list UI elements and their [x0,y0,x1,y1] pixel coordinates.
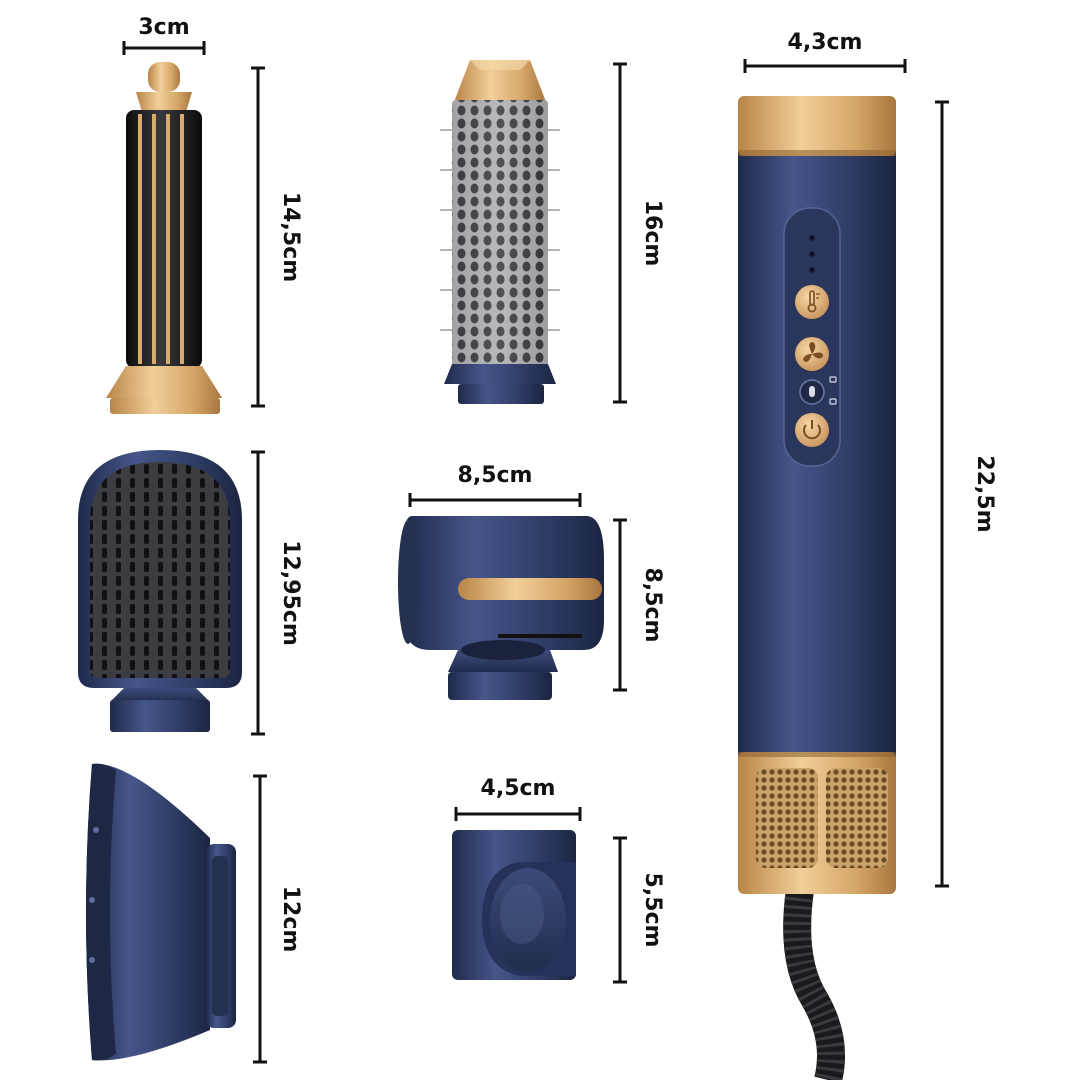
dim-round-brush-height [613,62,627,404]
dim-curler-height [251,66,265,408]
dryer-height-label: 8,5cm [640,567,665,643]
curler-width-label: 3cm [138,15,190,40]
nozzle-height-label: 5,5cm [640,872,665,948]
dim-main-width [743,59,907,73]
indicator-dot [809,235,815,241]
dryer-width-label: 8,5cm [457,463,533,488]
dim-dryer-width [408,493,582,507]
diffuser-attachment [86,763,236,1061]
main-width-label: 4,3cm [787,30,863,55]
dim-paddle-brush-height [251,450,265,736]
indicator-dot [809,267,815,273]
curler-height-label: 14,5cm [278,191,303,283]
indicator-dot [809,251,815,257]
power-icon [795,413,829,447]
round-brush-attachment [440,60,560,404]
dim-nozzle-height [613,836,627,984]
main-height-label: 22,5m [972,455,997,533]
round-brush-height-label: 16cm [640,199,665,267]
lock-icon [799,376,837,405]
curling-barrel-attachment [106,62,222,414]
dim-nozzle-width [454,807,582,821]
thermometer-icon [795,285,829,319]
dim-main-height [935,100,949,888]
dim-diffuser-height [253,774,267,1064]
paddle-brush-attachment [78,450,242,732]
concentrator-nozzle-attachment [452,830,576,980]
pre-styling-dryer-attachment [398,516,604,700]
diffuser-height-label: 12cm [278,885,303,953]
paddle-brush-height-label: 12,95cm [278,540,303,646]
fan-icon [795,337,829,371]
nozzle-width-label: 4,5cm [480,776,556,801]
main-handle-unit [738,96,896,1080]
dim-dryer-height [613,518,627,692]
dimension-lines [122,41,949,1064]
dim-curler-width [122,41,206,55]
